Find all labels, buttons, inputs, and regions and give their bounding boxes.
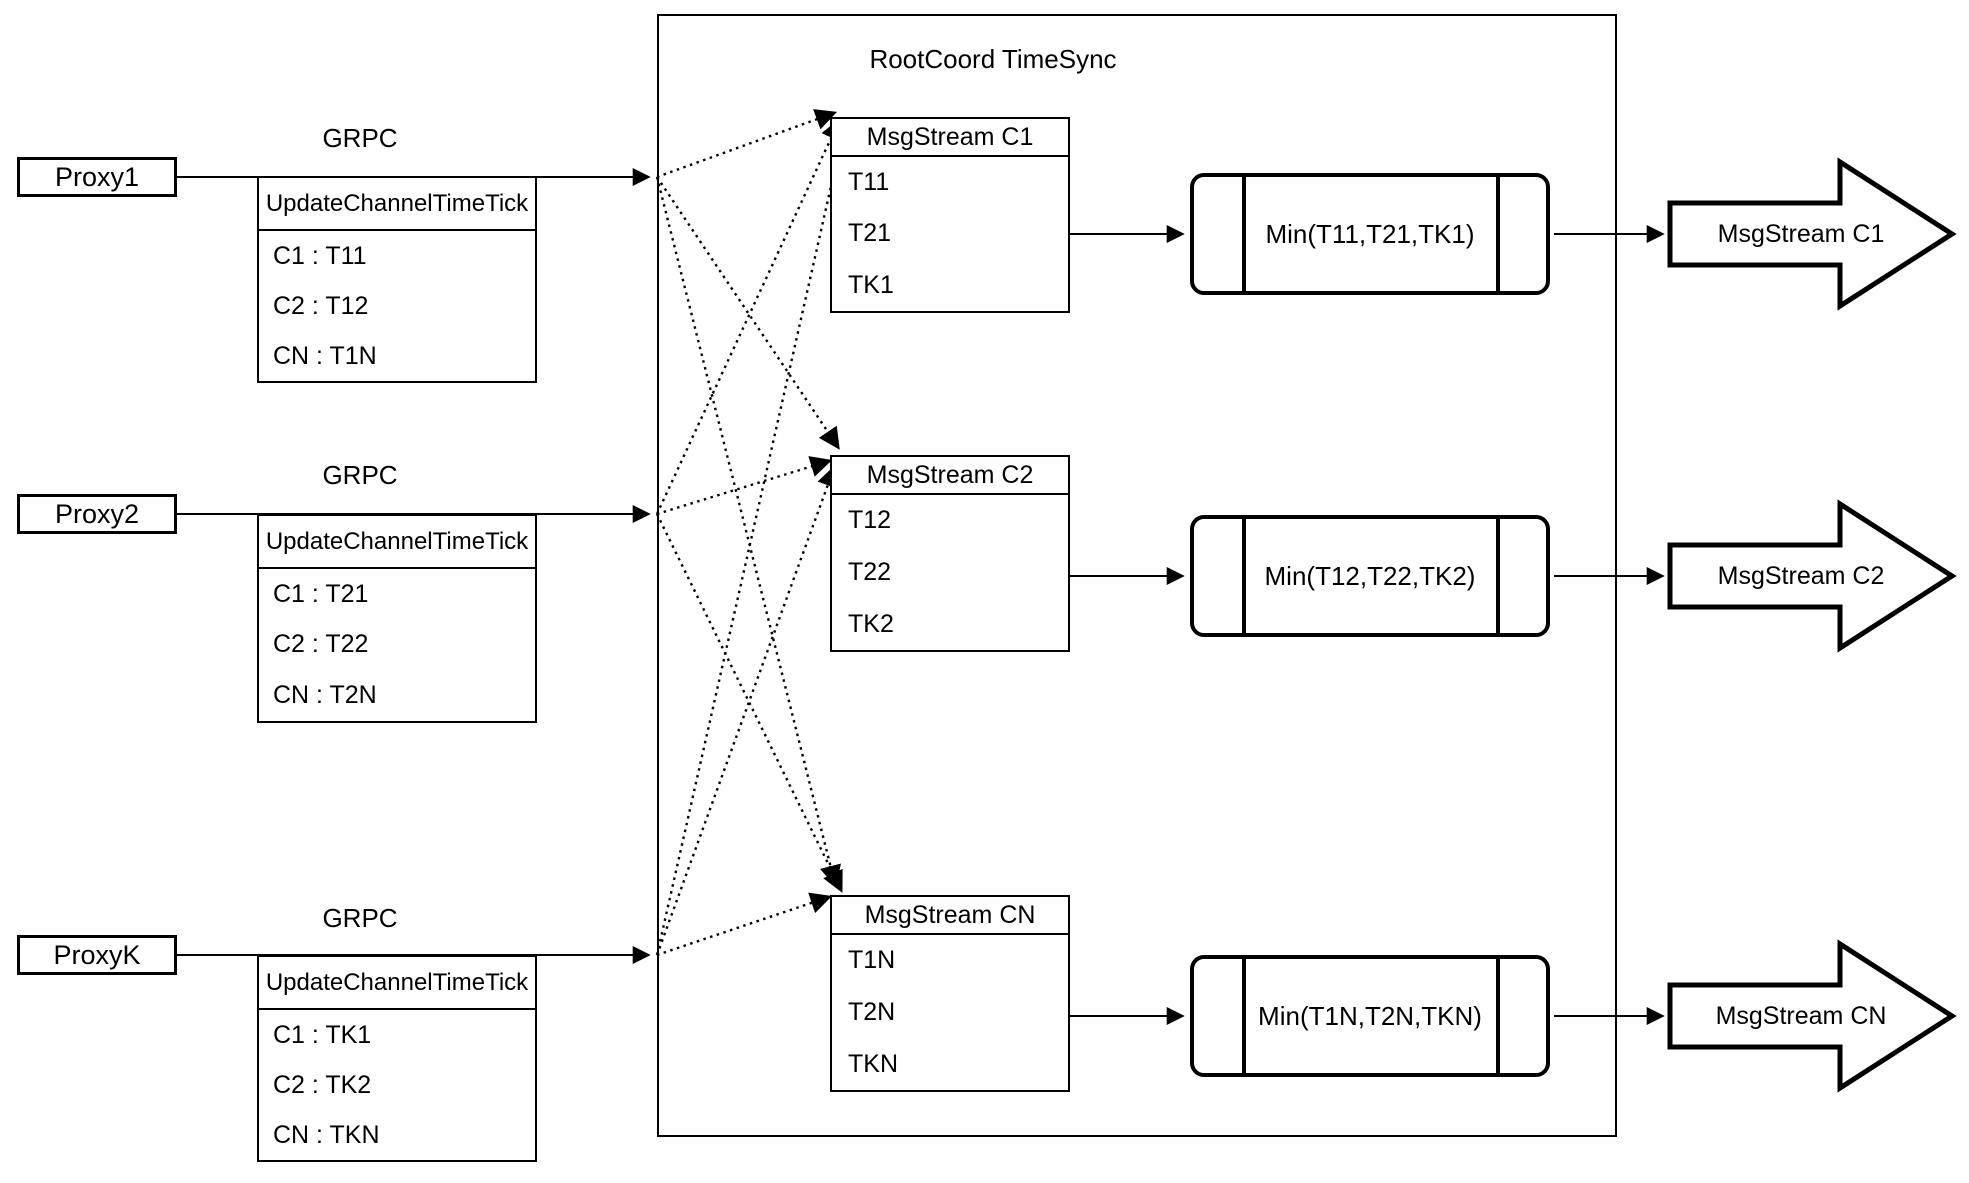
rootcoord-timesync-title: RootCoord TimeSync: [869, 44, 1117, 74]
table-header: UpdateChannelTimeTick: [259, 516, 535, 569]
proxy1-label: Proxy1: [54, 161, 140, 192]
output-arrow-label-2: MsgStream C2: [1717, 561, 1885, 590]
dotted-arrow-p1-cn: [655, 176, 841, 888]
table-row: CN : T2N: [273, 681, 377, 710]
output-arrow-shape-2: [1667, 499, 1957, 653]
proxyk-label: ProxyK: [53, 939, 141, 970]
table-row: CN : T1N: [273, 341, 377, 370]
min-box-2: Min(T12,T22,TK2): [1190, 515, 1550, 637]
table-row: C2 : T22: [273, 630, 369, 659]
update-timetick-table-3: UpdateChannelTimeTick C1 : TK1 C2 : TK2 …: [257, 955, 537, 1162]
proxy2-box: Proxy2: [17, 494, 177, 534]
table-row: CN : TKN: [273, 1120, 380, 1149]
table-row: T21: [848, 219, 892, 248]
output-arrow-label-3: MsgStream CN: [1715, 1001, 1887, 1030]
table-row: C1 : T11: [273, 241, 367, 270]
table-header: MsgStream CN: [832, 897, 1068, 935]
update-timetick-table-1: UpdateChannelTimeTick C1 : T11 C2 : T12 …: [257, 176, 537, 383]
divider: [1496, 959, 1500, 1073]
dotted-arrow-p2-cn: [655, 513, 843, 893]
output-arrow-shape-3: [1667, 939, 1957, 1093]
msgstream-table-1: MsgStream C1 T11 T21 TK1: [830, 117, 1070, 313]
divider: [1242, 959, 1246, 1073]
update-timetick-table-2: UpdateChannelTimeTick C1 : T21 C2 : T22 …: [257, 514, 537, 723]
table-row: C1 : T21: [273, 579, 369, 608]
divider: [1496, 519, 1500, 633]
divider: [1496, 177, 1500, 291]
proxyk-box: ProxyK: [17, 935, 177, 975]
dotted-arrow-p2-c1: [655, 118, 842, 515]
table-row: TKN: [848, 1049, 898, 1078]
table-header: UpdateChannelTimeTick: [259, 178, 535, 231]
table-row: T1N: [848, 946, 896, 975]
min-box-3: Min(T1N,T2N,TKN): [1190, 955, 1550, 1077]
output-arrow-label-1: MsgStream C1: [1717, 219, 1885, 248]
table-row: T12: [848, 506, 892, 535]
dotted-arrow-pk-c1: [655, 125, 851, 956]
grpc-label-3: GRPC: [322, 903, 398, 933]
table-row: C2 : TK2: [273, 1070, 372, 1099]
output-arrow-shape-1: [1667, 157, 1957, 311]
dotted-arrow-p2-c2: [656, 456, 833, 516]
min-label-2: Min(T12,T22,TK2): [1264, 560, 1476, 591]
table-row: T2N: [848, 997, 896, 1026]
divider: [1242, 519, 1246, 633]
proxy1-box: Proxy1: [17, 157, 177, 197]
table-row: C2 : T12: [273, 291, 369, 320]
dotted-arrow-pk-c2: [655, 464, 838, 956]
table-row: C1 : TK1: [273, 1020, 372, 1049]
table-header: UpdateChannelTimeTick: [259, 957, 535, 1010]
min-box-1: Min(T11,T21,TK1): [1190, 173, 1550, 295]
msgstream-table-2: MsgStream C2 T12 T22 TK2: [830, 455, 1070, 652]
divider: [1242, 177, 1246, 291]
min-label-3: Min(T1N,T2N,TKN): [1258, 1000, 1482, 1031]
proxy2-label: Proxy2: [54, 498, 140, 529]
dotted-arrow-pk-cn: [656, 892, 833, 957]
table-row: T22: [848, 557, 892, 586]
grpc-label-1: GRPC: [322, 123, 398, 153]
min-label-1: Min(T11,T21,TK1): [1265, 218, 1475, 249]
table-row: TK2: [848, 609, 894, 638]
table-header: MsgStream C2: [832, 457, 1068, 495]
table-row: TK1: [848, 270, 894, 299]
table-header: MsgStream C1: [832, 119, 1068, 157]
dotted-arrow-p1-c2: [656, 176, 840, 450]
grpc-label-2: GRPC: [322, 460, 398, 490]
table-row: T11: [848, 168, 890, 197]
dotted-arrow-p1-c1: [656, 109, 838, 179]
msgstream-table-3: MsgStream CN T1N T2N TKN: [830, 895, 1070, 1092]
